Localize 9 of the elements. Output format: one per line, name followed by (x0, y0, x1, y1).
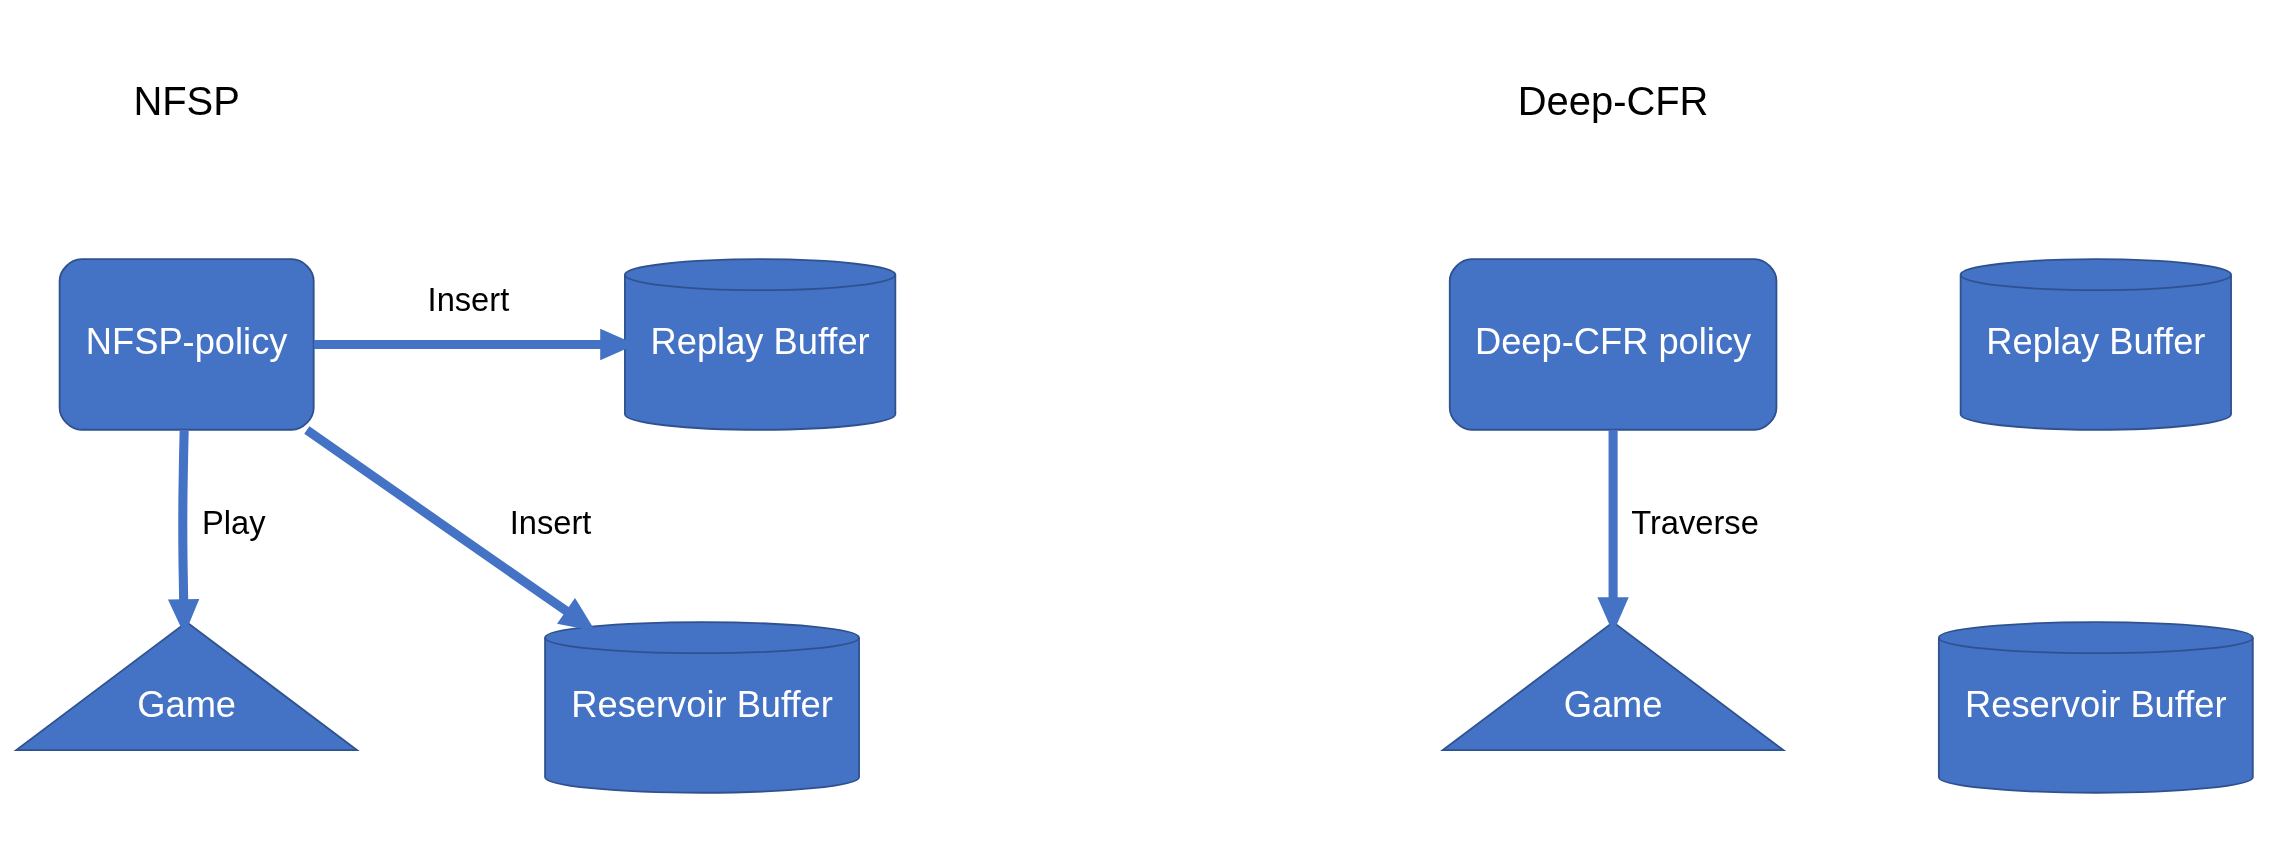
edge-label: Traverse (1631, 503, 1759, 541)
edge-label: Insert (427, 280, 510, 318)
label: NFSP (133, 79, 240, 124)
edge-label: Play (202, 503, 266, 541)
label: Deep-CFR (1517, 79, 1709, 124)
node-box: NFSP-policy (58, 258, 315, 431)
node-box: Deep-CFR policy (1448, 258, 1778, 431)
edge-label: Insert (509, 503, 592, 541)
arrow (304, 426, 596, 632)
